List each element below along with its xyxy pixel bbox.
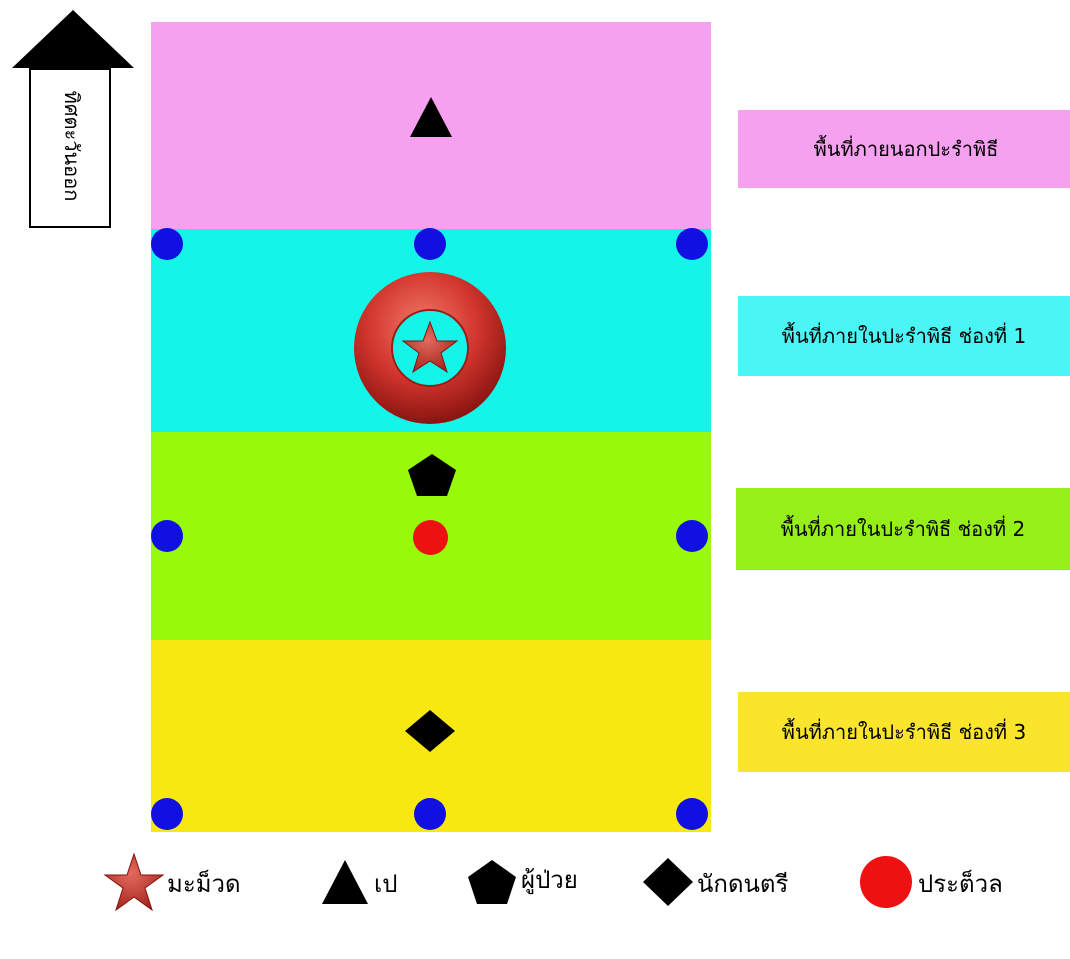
diamond-icon <box>405 710 455 752</box>
pentagon-icon <box>468 860 516 904</box>
pillar-dot <box>414 798 446 830</box>
pillar-dot <box>151 228 183 260</box>
diamond-icon <box>643 858 693 906</box>
direction-label: ทิศตะวันออก <box>60 90 84 202</box>
legend-label-triangle: เป <box>374 870 398 898</box>
pillar-dot <box>676 228 708 260</box>
star-icon <box>103 852 165 912</box>
red-circle-icon <box>860 856 912 908</box>
pillar-dot <box>414 228 446 260</box>
triangle-icon <box>322 860 368 904</box>
label-inside-1: พื้นที่ภายในปะรำพิธี ช่องที่ 1 <box>738 296 1070 376</box>
label-inside-3: พื้นที่ภายในปะรำพิธี ช่องที่ 3 <box>738 692 1070 772</box>
pillar-dot <box>676 798 708 830</box>
legend-label-circle: ประต็วล <box>918 870 1003 898</box>
label-inside-2: พื้นที่ภายในปะรำพิธี ช่องที่ 2 <box>736 488 1070 570</box>
pillar-dot <box>151 520 183 552</box>
arrow-shaft <box>29 68 111 228</box>
pillar-dot <box>676 520 708 552</box>
arrow-head-icon <box>12 10 134 68</box>
red-circle-icon <box>413 520 448 555</box>
pillar-dot <box>151 798 183 830</box>
ring-star-icon <box>354 272 506 424</box>
label-outside: พื้นที่ภายนอกปะรำพิธี <box>738 110 1070 188</box>
legend-label-diamond: นักดนตรี <box>697 870 789 898</box>
legend-label-star: มะม็วด <box>167 870 241 898</box>
pentagon-icon <box>408 454 456 496</box>
triangle-icon <box>410 97 452 137</box>
legend-label-pentagon: ผู้ป่วย <box>521 866 578 894</box>
